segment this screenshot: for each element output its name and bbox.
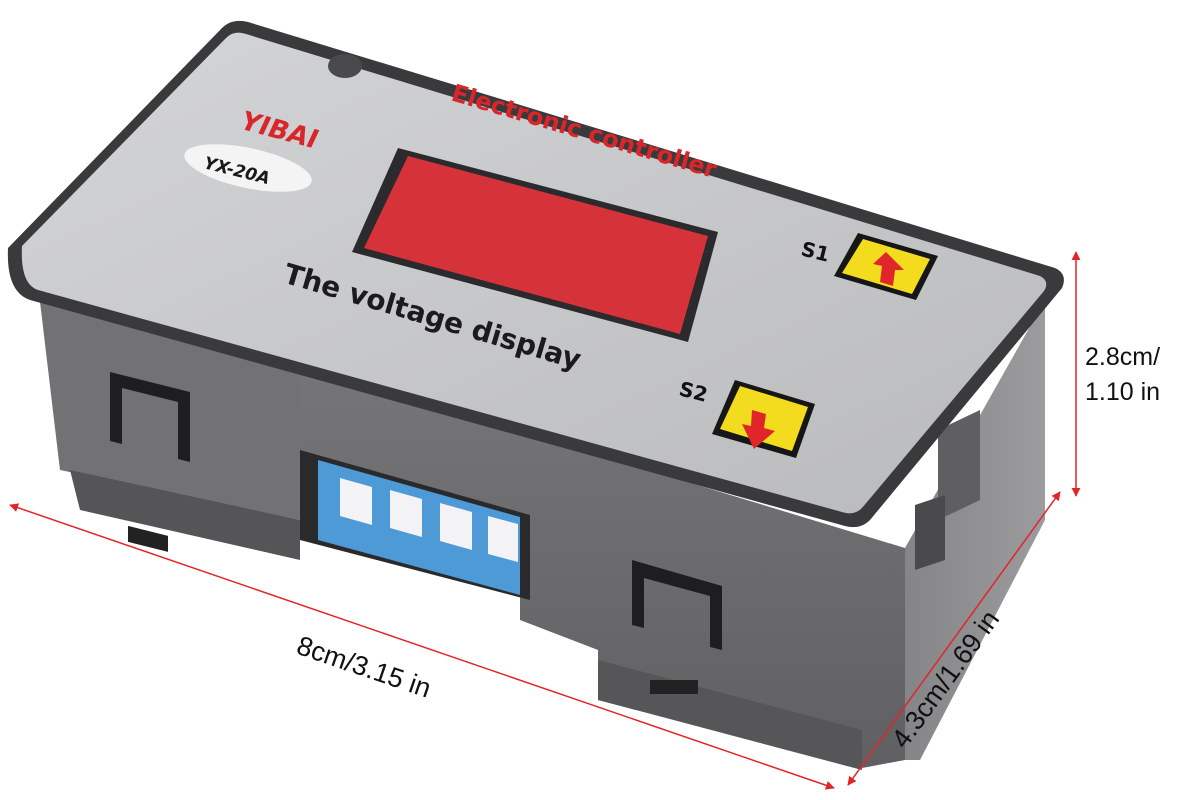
length-label: 8cm/3.15 in <box>293 630 435 703</box>
arrow-up-icon <box>873 252 904 286</box>
s1-button[interactable] <box>834 233 938 300</box>
status-led <box>328 54 362 78</box>
s2-button[interactable] <box>712 380 815 458</box>
side-clip-inner <box>915 495 945 570</box>
model-badge: YX-20A <box>184 144 312 192</box>
height-label-line2: 1.10 in <box>1085 378 1160 406</box>
arrow-down-icon <box>742 410 775 449</box>
voltage-display <box>352 148 718 342</box>
height-label-line1: 2.8cm/ <box>1085 343 1160 371</box>
dimension-height: 2.8cm/ 1.10 in <box>1071 251 1160 497</box>
